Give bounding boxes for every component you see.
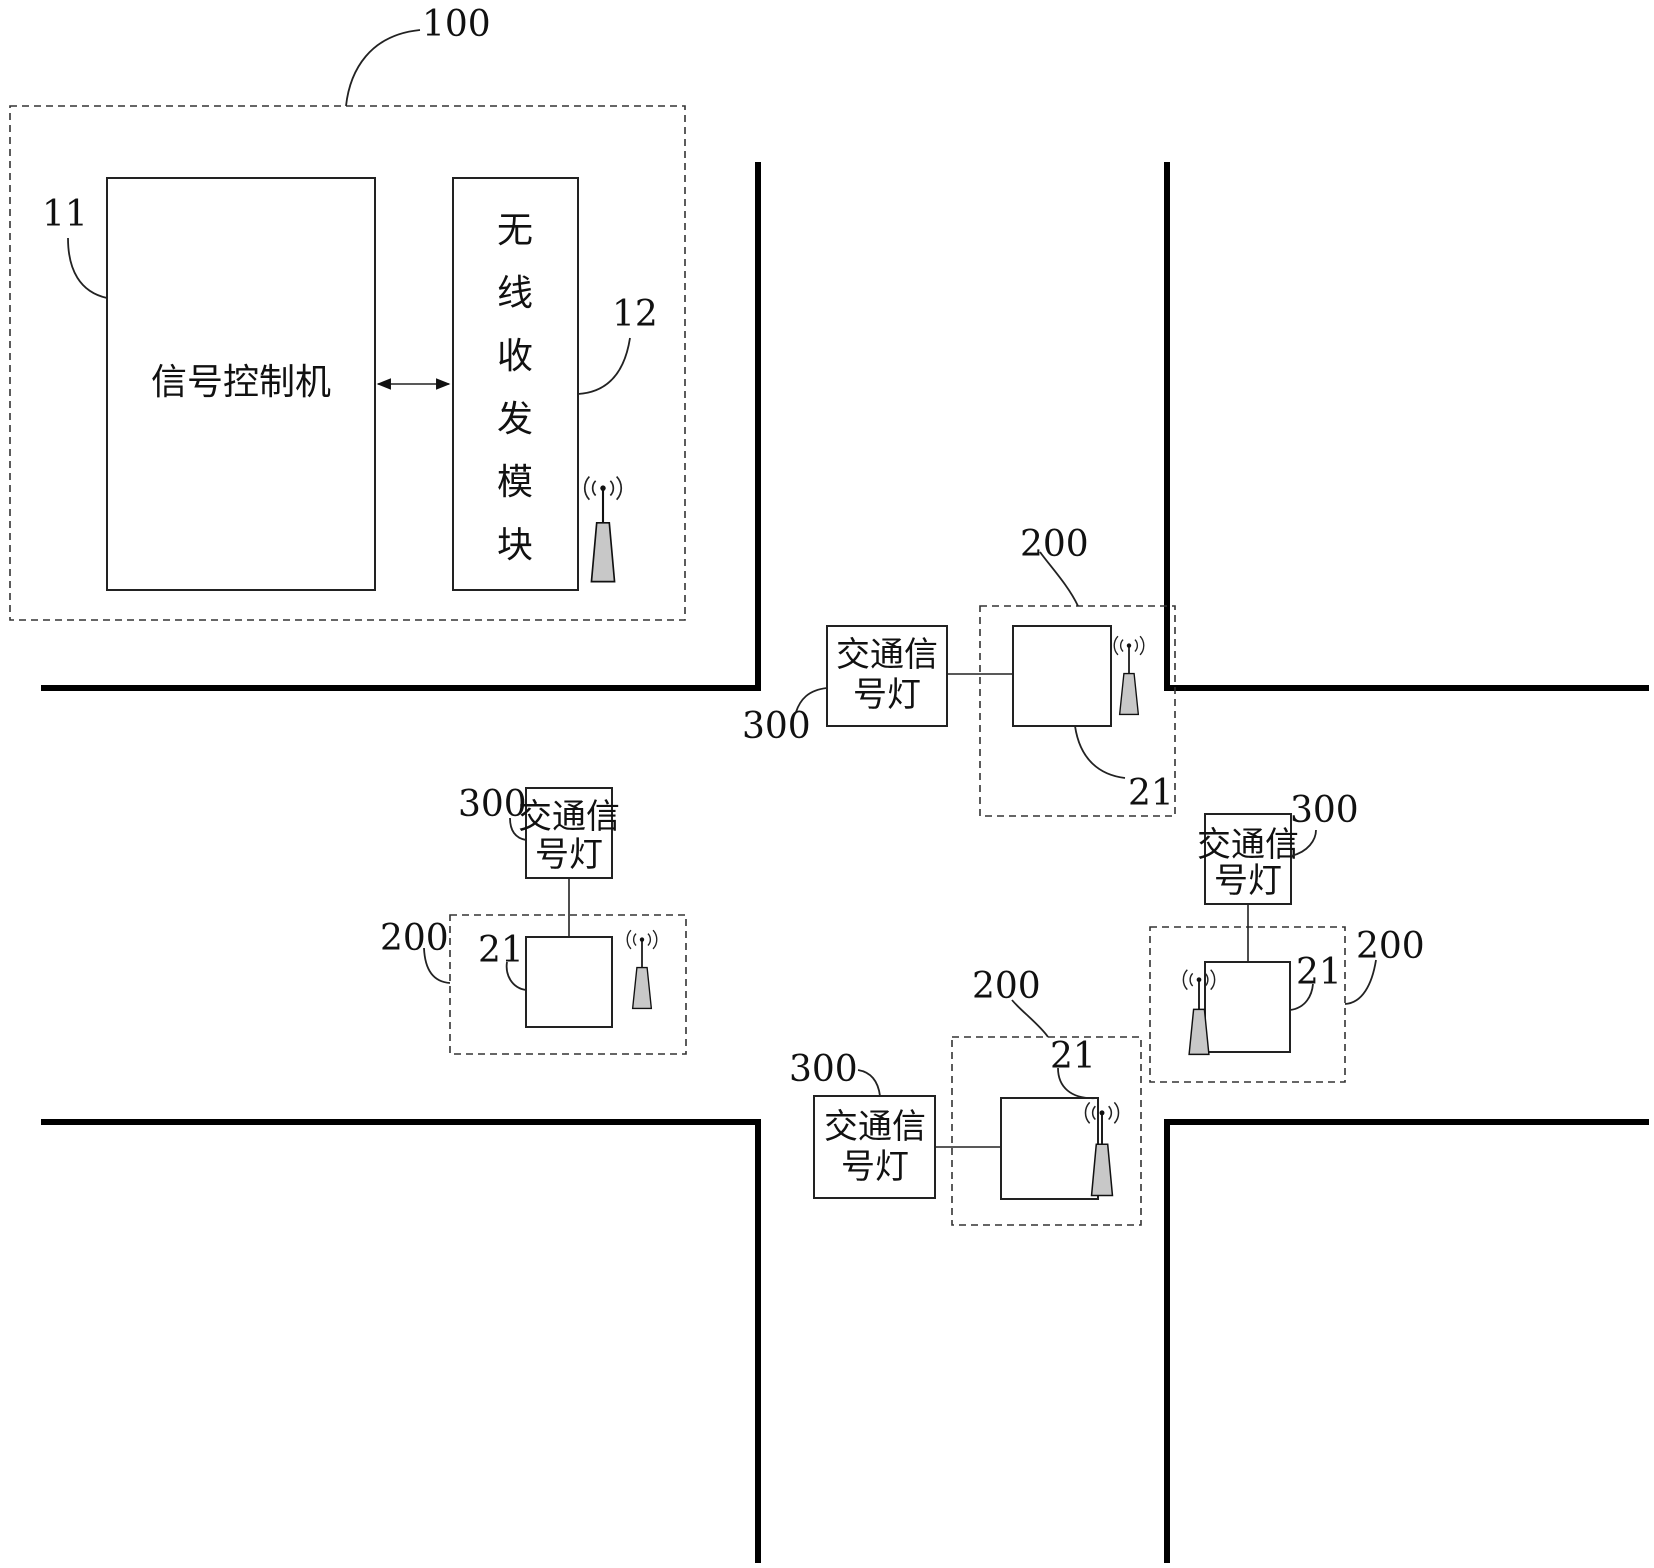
wireless-char-6: 块 xyxy=(497,525,533,566)
leader-300-bottom xyxy=(858,1070,880,1096)
ref-label-300-left: 300 xyxy=(458,784,527,825)
ref-label-12: 12 xyxy=(612,294,658,335)
road-top-right-corner xyxy=(1167,165,1646,688)
leader-11 xyxy=(68,238,107,298)
traffic-light-text-1-top: 交通信 xyxy=(836,635,938,675)
ref-label-200-bottom: 200 xyxy=(972,966,1041,1007)
antenna-icon xyxy=(585,477,622,582)
ref-label-300-bottom: 300 xyxy=(789,1049,858,1090)
device-box-right xyxy=(1205,962,1290,1052)
traffic-light-text-2-left: 号灯 xyxy=(535,835,603,875)
traffic-light-text-2-bottom: 号灯 xyxy=(841,1147,909,1187)
antenna-icon xyxy=(1114,636,1144,714)
terminal-group-bottom: 200 21 交通信 号灯 300 xyxy=(789,966,1141,1225)
ref-label-21-right: 21 xyxy=(1296,952,1342,993)
control-system-group: 100 信号控制机 11 无 线 收 发 模 块 12 xyxy=(10,4,685,620)
traffic-light-text-1-bottom: 交通信 xyxy=(824,1107,926,1147)
traffic-light-text-1-right: 交通信 xyxy=(1197,825,1299,865)
ref-label-100: 100 xyxy=(422,4,491,45)
ref-label-300-top: 300 xyxy=(742,706,811,747)
device-box-bottom xyxy=(1001,1098,1098,1199)
wireless-char-2: 线 xyxy=(497,273,533,314)
ref-label-200-right: 200 xyxy=(1356,926,1425,967)
wireless-char-3: 收 xyxy=(497,336,533,377)
ref-label-21-top: 21 xyxy=(1128,773,1174,814)
terminal-group-left: 200 21 交通信 号灯 300 xyxy=(380,784,686,1054)
wireless-char-4: 发 xyxy=(497,399,533,440)
ref-label-200-top: 200 xyxy=(1020,524,1089,565)
wireless-char-1: 无 xyxy=(497,210,533,251)
ref-label-11: 11 xyxy=(42,194,88,235)
terminal-group-top: 200 21 交通信 号灯 300 xyxy=(742,524,1175,816)
road-bottom-left-corner xyxy=(44,1122,758,1560)
ref-label-300-right: 300 xyxy=(1290,790,1359,831)
leader-12 xyxy=(578,338,630,394)
traffic-light-text-2-top: 号灯 xyxy=(853,675,921,715)
leader-100 xyxy=(346,30,420,106)
signal-controller-label: 信号控制机 xyxy=(151,362,331,403)
traffic-light-text-2-right: 号灯 xyxy=(1214,861,1282,901)
ref-label-21-bottom: 21 xyxy=(1050,1036,1096,1077)
device-box-left xyxy=(526,937,612,1027)
leader-21-top xyxy=(1075,726,1125,778)
ref-label-21-left: 21 xyxy=(478,930,524,971)
antenna-icon xyxy=(627,930,657,1008)
road-bottom-right-corner xyxy=(1167,1122,1646,1560)
ref-label-200-left: 200 xyxy=(380,918,449,959)
traffic-light-text-1-left: 交通信 xyxy=(518,797,620,837)
wireless-char-5: 模 xyxy=(497,462,533,503)
device-box-top xyxy=(1013,626,1111,726)
